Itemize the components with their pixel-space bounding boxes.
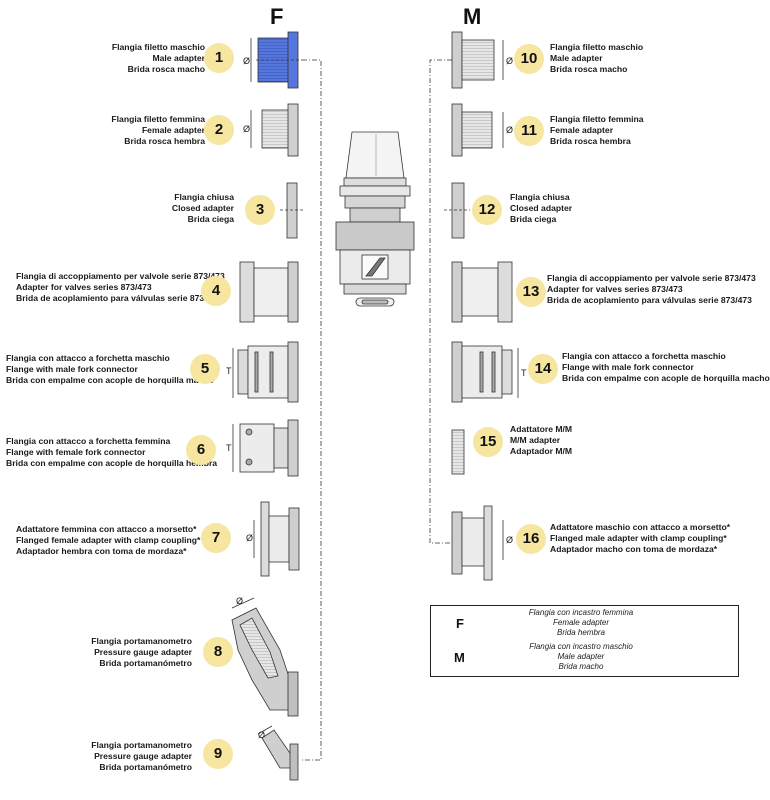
item-6-badge: 6 bbox=[186, 435, 216, 465]
item-11-badge: 11 bbox=[514, 116, 544, 146]
part-15-mm-adapter bbox=[451, 429, 465, 475]
legend-f-letter: F bbox=[456, 616, 464, 631]
item-10-badge: 10 bbox=[514, 44, 544, 74]
diameter-symbol: Ø bbox=[506, 125, 513, 135]
item-7-badge: 7 bbox=[201, 523, 231, 553]
item-4-badge: 4 bbox=[201, 276, 231, 306]
diameter-symbol: Ø bbox=[243, 124, 250, 134]
male-column-header: M bbox=[463, 4, 482, 29]
length-symbol: T bbox=[521, 368, 527, 378]
item-2-badge: 2 bbox=[204, 115, 234, 145]
part-5-male-fork-flange bbox=[232, 341, 299, 403]
item-4-label: Flangia di accoppiamento per valvole ser… bbox=[16, 271, 225, 304]
connection-lines bbox=[300, 59, 452, 761]
legend-m-letter: M bbox=[454, 650, 465, 665]
item-16-badge: 16 bbox=[516, 524, 546, 554]
diameter-symbol: Ø bbox=[506, 56, 513, 66]
part-6-female-fork-flange bbox=[232, 419, 299, 477]
item-14-badge: 14 bbox=[528, 354, 558, 384]
female-column-header: F bbox=[270, 4, 284, 29]
part-7-female-clamp-adapter bbox=[253, 501, 300, 577]
item-13-badge: 13 bbox=[516, 277, 546, 307]
part-10-male-adapter bbox=[451, 31, 504, 89]
item-3-badge: 3 bbox=[245, 195, 275, 225]
part-12-closed-adapter bbox=[444, 182, 470, 239]
item-13-label: Flangia di accoppiamento per valvole ser… bbox=[547, 273, 756, 306]
part-2-female-adapter bbox=[250, 103, 299, 157]
item-15-badge: 15 bbox=[473, 427, 503, 457]
length-symbol: T bbox=[226, 366, 232, 376]
female-connection-line bbox=[300, 59, 322, 761]
part-13-valve-adapter bbox=[451, 261, 513, 323]
fittings-diagram: Ø Ø T T Ø Ø Ø Ø Ø T Ø bbox=[226, 31, 527, 781]
diameter-symbol: Ø bbox=[246, 533, 253, 543]
item-7-label: Adattatore femmina con attacco a morsett… bbox=[16, 524, 201, 557]
item-8-badge: 8 bbox=[203, 637, 233, 667]
item-9-badge: 9 bbox=[203, 739, 233, 769]
central-valve-drawing bbox=[335, 131, 415, 307]
item-5-badge: 5 bbox=[190, 354, 220, 384]
part-1-male-adapter bbox=[250, 31, 302, 89]
part-9-pressure-gauge-adapter bbox=[257, 725, 299, 781]
diameter-symbol: Ø bbox=[243, 56, 250, 66]
part-14-male-fork-flange bbox=[451, 341, 519, 403]
male-connection-line bbox=[429, 59, 452, 544]
length-symbol: T bbox=[226, 443, 232, 453]
dimension-symbols: Ø Ø T T Ø Ø Ø Ø Ø T Ø bbox=[226, 56, 527, 740]
item-12-badge: 12 bbox=[472, 195, 502, 225]
diameter-symbol: Ø bbox=[506, 535, 513, 545]
part-4-valve-adapter bbox=[239, 261, 299, 323]
part-8-pressure-gauge-adapter bbox=[231, 597, 299, 717]
part-11-female-adapter bbox=[451, 103, 504, 157]
diameter-symbol: Ø bbox=[236, 596, 243, 606]
item-16-label: Adattatore maschio con attacco a morsett… bbox=[550, 522, 731, 555]
diameter-symbol: Ø bbox=[258, 730, 265, 740]
item-1-badge: 1 bbox=[204, 43, 234, 73]
part-3-closed-adapter bbox=[280, 182, 304, 239]
part-16-male-clamp-adapter bbox=[451, 505, 504, 581]
